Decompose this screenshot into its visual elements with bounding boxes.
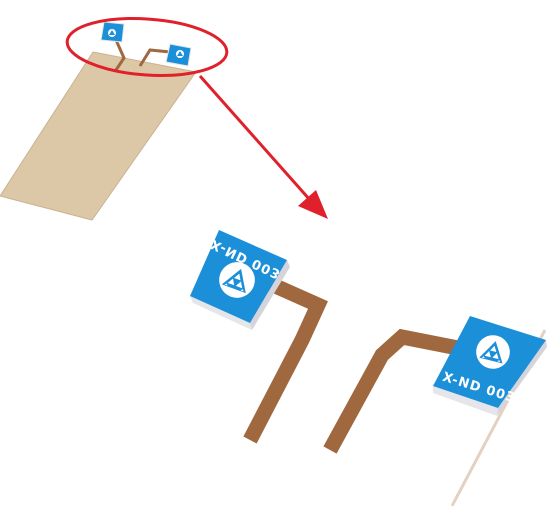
- overview-chip-left: [100, 21, 125, 43]
- trace-left: [243, 270, 328, 444]
- overview-sensor: [0, 17, 229, 221]
- overview-chip-right: [165, 43, 192, 67]
- arrowhead-icon: [298, 190, 328, 219]
- overview-trace-left: [114, 39, 126, 71]
- trace-right: [323, 328, 470, 454]
- substrate-strip: [0, 51, 197, 221]
- detail-right: R X-ND 003: [323, 316, 547, 506]
- overview-trace-right: [138, 48, 171, 67]
- chip-left-side: [190, 296, 252, 330]
- callout-ellipse: [65, 17, 229, 77]
- detail-left: R X-ND 003: [190, 229, 328, 444]
- callout-arrow: [198, 75, 328, 219]
